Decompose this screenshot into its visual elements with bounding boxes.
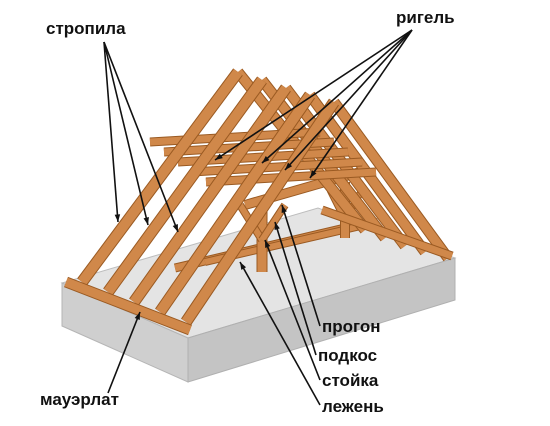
label-sleeper: лежень (322, 397, 384, 416)
pointer-post-arrowhead (265, 240, 271, 248)
wall-plate-front (64, 277, 192, 335)
label-collar-tie: ригель (396, 8, 455, 27)
pointer-collar-4 (309, 29, 413, 179)
pointer-sleeper-arrowhead (240, 262, 247, 270)
pointer-collar-4-arrowhead (310, 170, 317, 178)
pointer-collar-2 (261, 29, 413, 164)
label-post: стойка (322, 371, 379, 390)
label-strut: подкос (318, 346, 378, 365)
pointer-collar-2-arrowhead (262, 155, 270, 163)
rafter-right-5 (330, 99, 452, 261)
pointer-rafters-3-arrowhead (172, 224, 178, 232)
pointer-wall-plate (107, 311, 141, 394)
rafter-left-2 (103, 77, 267, 295)
pointer-rafters-3 (103, 41, 179, 233)
pointer-strut (274, 221, 317, 356)
pointer-rafters-2-arrowhead (143, 217, 149, 225)
label-purlin: прогон (322, 317, 381, 336)
slab-side-face (187, 257, 456, 383)
label-rafters: стропила (46, 19, 126, 38)
pointer-collar-3 (284, 29, 413, 171)
label-wall-plate: мауэрлат (40, 390, 119, 409)
pointer-purlin (281, 204, 321, 327)
pointer-collar-1 (214, 29, 413, 161)
pointer-lines (103, 29, 413, 406)
collar-tie-5 (205, 168, 377, 186)
pointer-collar-1-arrowhead (215, 153, 223, 160)
pointer-purlin-arrowhead (281, 205, 287, 213)
pointer-rafters-1 (103, 41, 119, 223)
pointer-collar-3-arrowhead (285, 162, 293, 170)
rafter-left-1 (77, 69, 243, 285)
pointer-sleeper (239, 261, 321, 406)
rafter-left-4 (155, 92, 315, 315)
pointer-rafters-1-arrowhead (114, 214, 121, 222)
pointer-rafters-2 (103, 41, 149, 226)
pointer-strut-arrowhead (274, 222, 280, 230)
strut-right (259, 203, 288, 242)
collar-tie-1 (149, 128, 321, 146)
pointer-post (264, 239, 321, 381)
rafter-left-3 (129, 85, 291, 305)
wall-plate-back (320, 206, 454, 260)
pointer-wall-plate-arrowhead (134, 312, 140, 320)
rafter-left-5 (181, 99, 339, 325)
